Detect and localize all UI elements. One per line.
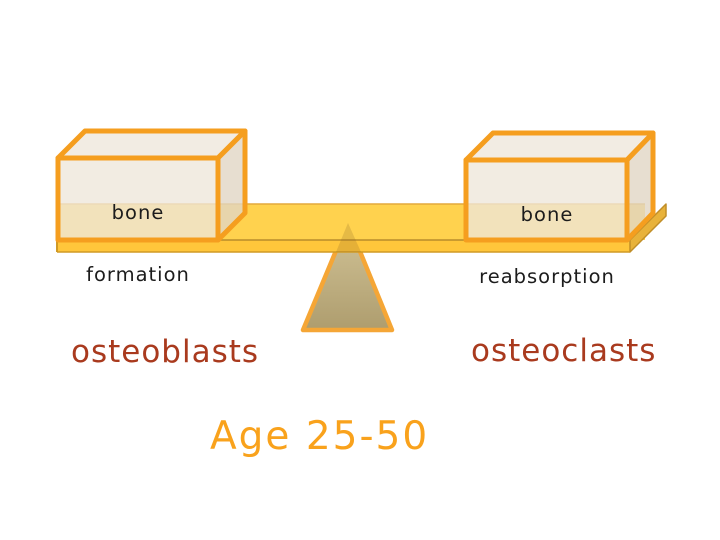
bone-formation-label-line1: bone — [111, 201, 165, 224]
bone-reabsorption-box — [463, 130, 656, 243]
age-range-caption: Age 25-50 — [210, 414, 430, 459]
bone-formation-box-front-face — [55, 155, 221, 243]
bone-reabsorption-label: bone reabsorption — [457, 168, 637, 323]
bone-formation-label: bone formation — [48, 166, 228, 321]
bone-reabsorption-box-front-face — [463, 157, 630, 243]
fulcrum-tip-shadow — [336, 223, 361, 252]
bone-reabsorption-label-line2: reabsorption — [479, 265, 615, 288]
osteoclasts-caption: osteoclasts — [471, 333, 657, 369]
beam-front-face — [57, 240, 630, 252]
bone-formation-label-line2: formation — [86, 263, 190, 286]
fulcrum-triangle — [300, 219, 395, 333]
bone-formation-box — [55, 128, 248, 243]
bone-formation-box-top-face — [55, 128, 248, 161]
bone-reabsorption-label-line1: bone — [520, 203, 574, 226]
bone-reabsorption-box-top-face — [463, 130, 656, 163]
beam-end-cap — [629, 203, 667, 253]
osteoblasts-caption: osteoblasts — [71, 334, 260, 370]
